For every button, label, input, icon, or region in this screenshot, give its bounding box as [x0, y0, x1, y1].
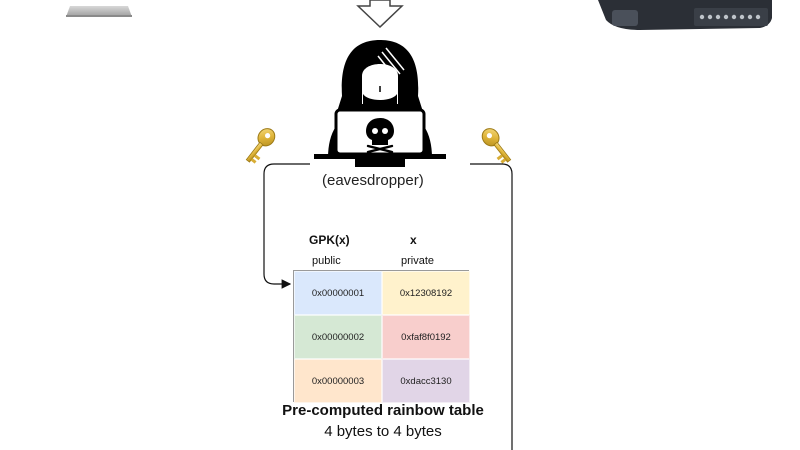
connector-left	[263, 163, 310, 289]
key-icon	[245, 128, 276, 164]
table-caption-subtitle: 4 bytes to 4 bytes	[324, 423, 442, 440]
key-icon	[481, 128, 512, 164]
arrow-down-icon	[356, 0, 404, 29]
hardware-device-icon	[598, 0, 772, 30]
table-cell-private: 0xfaf8f0192	[382, 315, 470, 359]
table-cell-private: 0xdacc3130	[382, 359, 470, 403]
skull-icon	[366, 118, 394, 154]
eavesdropper-label: (eavesdropper)	[322, 172, 424, 189]
laptop-icon	[66, 6, 132, 17]
col-header-public-key: GPK(x)	[309, 233, 350, 247]
col-subheader-private: private	[401, 255, 435, 267]
col-subheader-public: public	[312, 255, 341, 267]
table-cell-public: 0x00000002	[294, 315, 382, 359]
connector-right	[470, 163, 513, 450]
col-header-private-key: x	[410, 233, 417, 247]
table-caption-title: Pre-computed rainbow table	[282, 402, 484, 419]
rainbow-table: 0x00000001 0x12308192 0x00000002 0xfaf8f…	[293, 270, 470, 403]
table-cell-public: 0x00000003	[294, 359, 382, 403]
table-cell-public: 0x00000001	[294, 271, 382, 315]
table-cell-private: 0x12308192	[382, 271, 470, 315]
